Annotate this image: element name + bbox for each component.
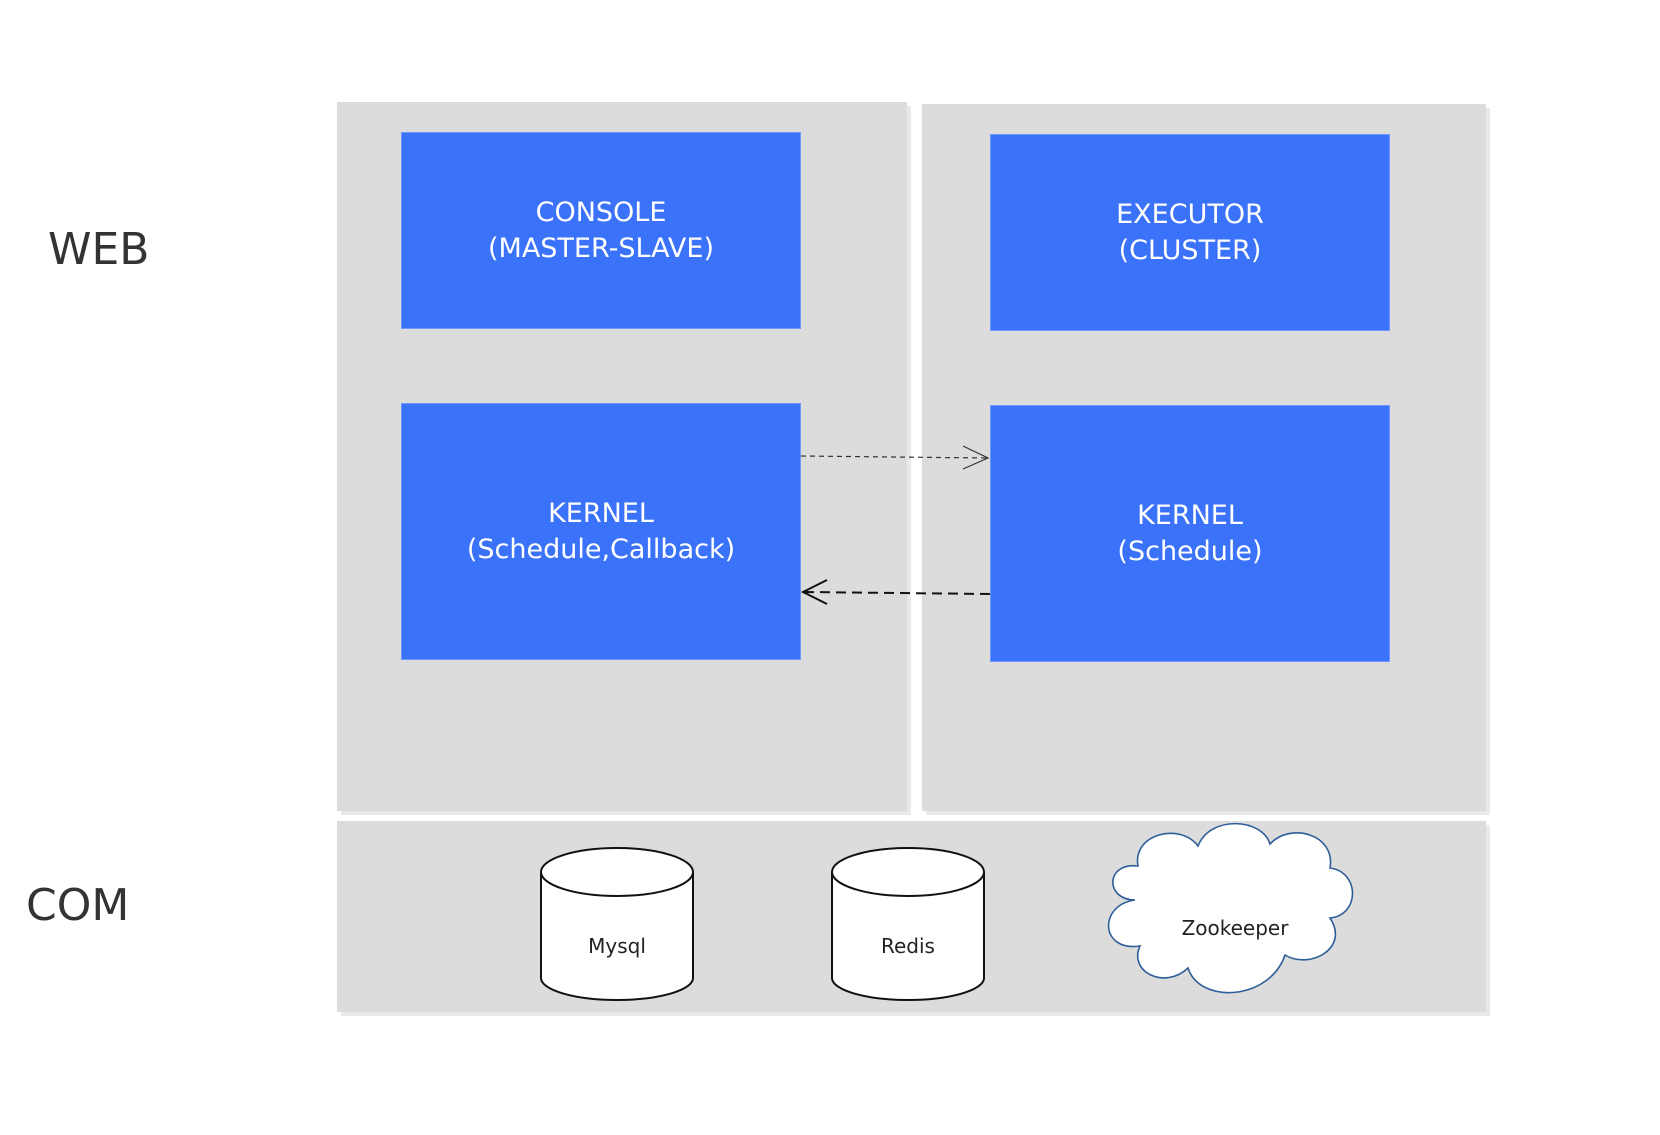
executor-kernel-block[interactable]: KERNEL (Schedule)	[990, 405, 1390, 662]
dispatch-arrow	[800, 445, 990, 470]
executor-subtitle: (CLUSTER)	[1118, 234, 1262, 266]
executor-kernel-subtitle: (Schedule)	[1117, 535, 1263, 567]
mysql-label: Mysql	[588, 934, 646, 958]
executor-title: EXECUTOR	[1116, 198, 1264, 230]
console-kernel-subtitle: (Schedule,Callback)	[466, 533, 736, 565]
console-subtitle: (MASTER-SLAVE)	[487, 232, 714, 264]
mysql-cylinder-icon	[540, 847, 694, 1001]
console-title: CONSOLE	[535, 196, 667, 228]
layer-label-web: WEB	[48, 224, 150, 275]
redis-label: Redis	[881, 934, 935, 958]
console-block[interactable]: CONSOLE (MASTER-SLAVE)	[401, 132, 801, 329]
callback-arrow	[800, 579, 991, 605]
zookeeper-cloud-icon	[1107, 822, 1354, 994]
console-kernel-title: KERNEL	[548, 497, 654, 529]
layer-label-com: COM	[26, 880, 130, 931]
console-kernel-block[interactable]: KERNEL (Schedule,Callback)	[401, 403, 801, 660]
zookeeper-label: Zookeeper	[1181, 916, 1289, 940]
redis-cylinder-icon	[831, 847, 985, 1001]
executor-block[interactable]: EXECUTOR (CLUSTER)	[990, 134, 1390, 331]
executor-kernel-title: KERNEL	[1137, 499, 1243, 531]
